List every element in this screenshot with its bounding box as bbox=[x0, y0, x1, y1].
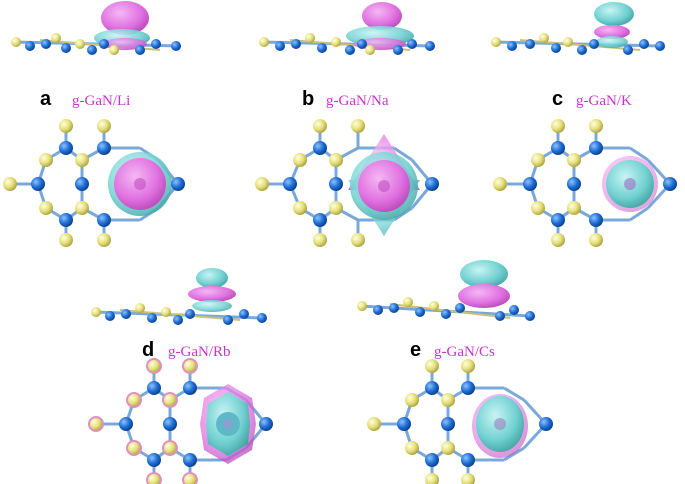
charge-accumulation-lobe bbox=[188, 286, 236, 302]
top-view-rb bbox=[88, 358, 273, 484]
top-view-na bbox=[255, 119, 439, 247]
charge-accumulation-lobe bbox=[101, 1, 149, 35]
top-view-k bbox=[493, 119, 677, 247]
panel-c: c g-GaN/K bbox=[491, 2, 677, 247]
panel-a: a g-GaN/Li bbox=[3, 1, 185, 247]
side-view-rb bbox=[91, 268, 267, 325]
panel-label: g-GaN/Cs bbox=[434, 344, 495, 360]
panel-label: g-GaN/Na bbox=[326, 93, 389, 109]
charge-depletion-lobe bbox=[594, 2, 634, 26]
panel-label: g-GaN/Li bbox=[72, 93, 130, 109]
panel-letter: d bbox=[142, 339, 154, 361]
panel-b: b g-GaN/Na bbox=[255, 2, 439, 247]
top-view-cs bbox=[367, 359, 553, 484]
panel-label: g-GaN/K bbox=[576, 93, 632, 109]
panel-d: d g-GaN/Rb bbox=[88, 268, 273, 484]
panel-letter: b bbox=[302, 88, 314, 110]
side-view-k bbox=[491, 2, 665, 55]
panel-label: g-GaN/Rb bbox=[168, 344, 231, 360]
charge-accumulation-lobe bbox=[458, 284, 510, 308]
top-view-li bbox=[3, 119, 185, 247]
charge-accumulation-lobe bbox=[594, 25, 630, 39]
panel-letter: e bbox=[410, 339, 421, 361]
panel-e: e g-GaN/Cs bbox=[357, 260, 553, 484]
side-view-cs bbox=[357, 260, 535, 321]
charge-accumulation-lobe bbox=[362, 2, 402, 30]
charge-depletion-lobe bbox=[460, 260, 508, 288]
side-view-na bbox=[259, 2, 435, 55]
charge-depletion-lobe bbox=[196, 268, 228, 288]
panel-letter: a bbox=[40, 88, 52, 110]
panel-letter: c bbox=[552, 88, 563, 110]
side-view-li bbox=[11, 1, 181, 55]
